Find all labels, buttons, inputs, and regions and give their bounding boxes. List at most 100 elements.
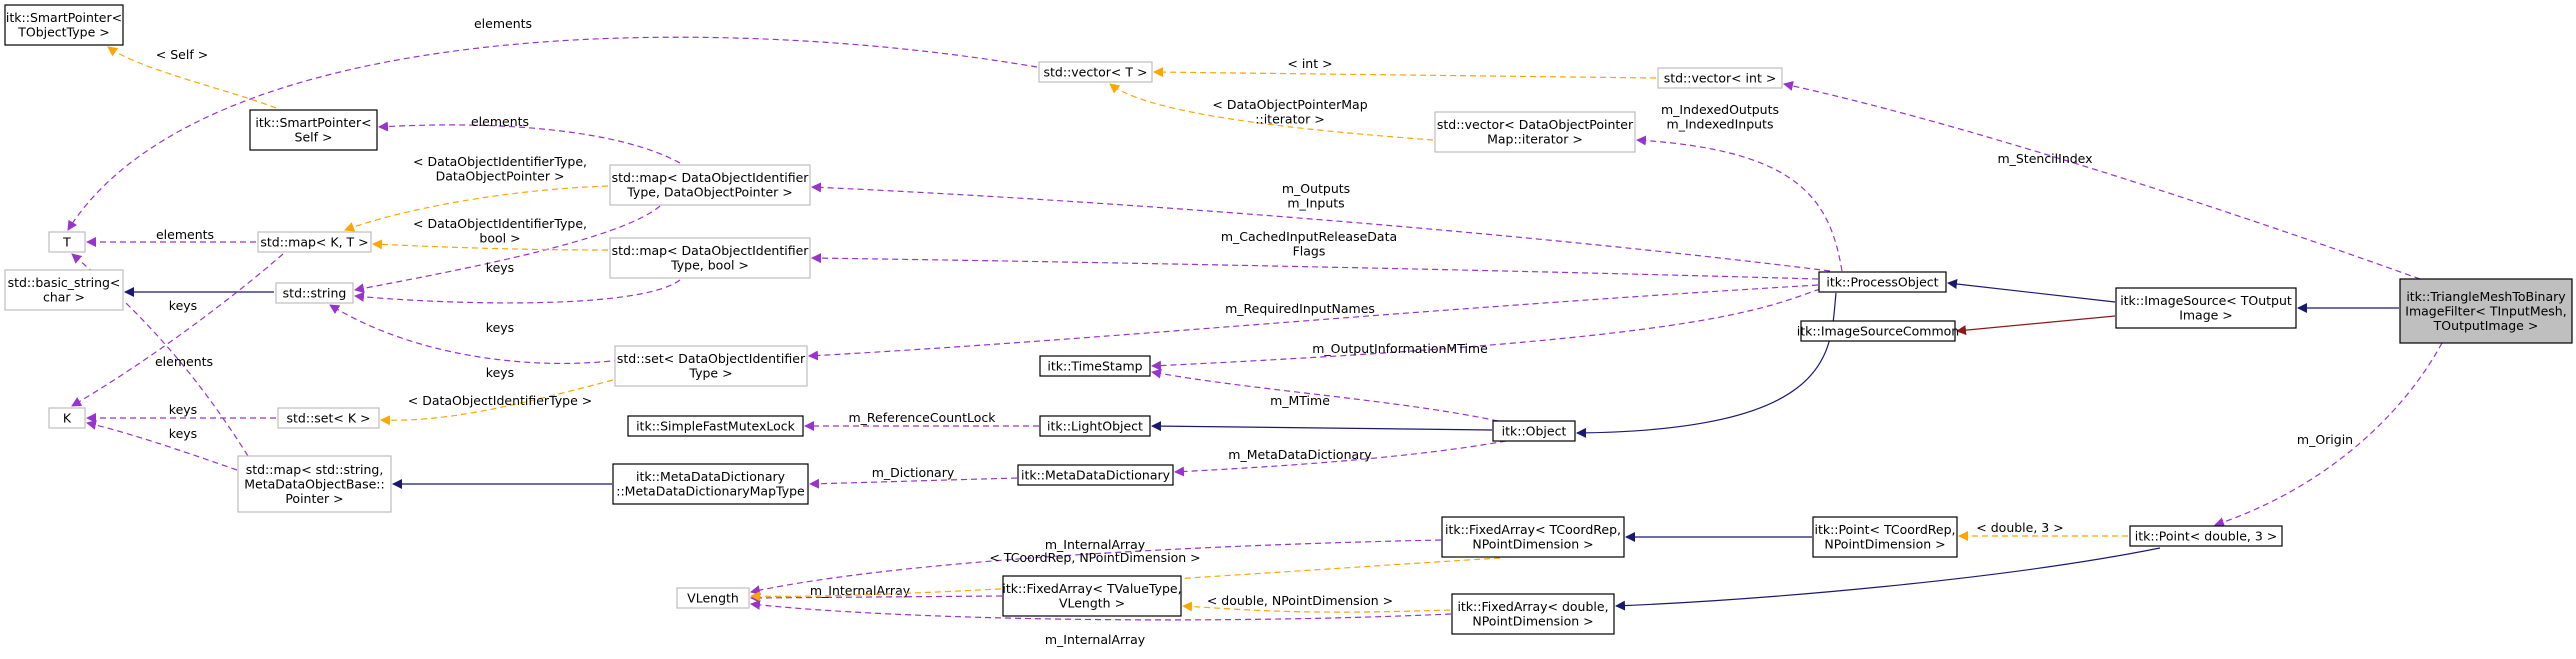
node-label: Type >	[688, 366, 732, 381]
edge-label: m_OutputInformationMTime	[1312, 341, 1488, 356]
edge-label: m_RequiredInputNames	[1225, 301, 1375, 316]
node-timestamp[interactable]: itk::TimeStamp	[1039, 355, 1151, 377]
node-box	[249, 109, 378, 151]
node-box	[2129, 525, 2283, 547]
node-point_d3[interactable]: itk::Point< double, 3 >	[2129, 525, 2283, 547]
edge-K-to-map_kt: keys	[71, 253, 284, 407]
edge-label: keys	[486, 365, 514, 380]
node-string[interactable]: std::string	[275, 282, 354, 304]
node-object[interactable]: itk::Object	[1492, 420, 1576, 442]
edge-label: DataObjectPointer >	[436, 168, 565, 183]
node-map_dop[interactable]: std::map< DataObjectIdentifierType, Data…	[609, 164, 811, 206]
edge-line	[1153, 67, 1657, 79]
edge-T-to-map_kt: elements	[86, 227, 256, 247]
node-processobject[interactable]: itk::ProcessObject	[1818, 271, 1947, 293]
edge-K-to-set_k: keys	[86, 402, 276, 423]
edge-line	[372, 239, 609, 251]
edge-label: < int >	[1287, 56, 1332, 71]
edge-line	[1174, 440, 1507, 477]
node-lightobject[interactable]: itk::LightObject	[1039, 415, 1151, 437]
node-set_doi[interactable]: std::set< DataObjectIdentifierType >	[614, 345, 808, 387]
node-mdd[interactable]: itk::MetaDataDictionary	[1017, 464, 1174, 486]
edge-label: < DataObjectIdentifierType,	[413, 154, 587, 169]
node-label: itk::ImageSource< TOutput	[2120, 293, 2292, 308]
edge-label: m_Origin	[2297, 432, 2353, 447]
edge-label: Flags	[1293, 243, 1326, 258]
node-sfml[interactable]: itk::SimpleFastMutexLock	[627, 415, 804, 437]
node-label: itk::SimpleFastMutexLock	[636, 418, 796, 433]
node-imagesource[interactable]: itk::ImageSource< TOutputImage >	[2115, 287, 2297, 329]
edge-line	[378, 121, 681, 164]
edge-lightobject-to-object	[1151, 421, 1493, 432]
node-label: itk::ProcessObject	[1826, 274, 1938, 289]
edge-label: keys	[486, 260, 514, 275]
edge-line	[71, 253, 284, 407]
edge-line	[1151, 288, 1821, 371]
node-label: VLength >	[1059, 596, 1125, 611]
edge-line	[808, 284, 1819, 361]
node-K[interactable]: K	[48, 407, 86, 429]
edge-label: ::iterator >	[1255, 111, 1324, 126]
edge-line	[1615, 547, 2161, 611]
node-box	[1492, 420, 1576, 442]
edge-line	[380, 379, 614, 426]
node-box	[1818, 271, 1947, 293]
edge-label: m_Inputs	[1287, 195, 1344, 210]
edge-T-to-vector_t: elements	[67, 16, 1038, 231]
edge-line	[1109, 83, 1434, 141]
edge-line	[107, 46, 277, 109]
node-label: char >	[43, 290, 85, 305]
node-label: itk::Point< double, 3 >	[2135, 528, 2277, 543]
edge-label: < double, NPointDimension >	[1207, 593, 1393, 608]
edge-smartptr_self-to-map_dop: elements	[378, 114, 681, 164]
node-label: itk::MetaDataDictionary	[1021, 467, 1171, 482]
node-fa_tv[interactable]: itk::FixedArray< TValueType,VLength >	[1002, 575, 1182, 617]
node-fa_tc[interactable]: itk::FixedArray< TCoordRep,NPointDimensi…	[1441, 516, 1625, 558]
node-label: itk::Object	[1502, 423, 1567, 438]
node-label: std::set< DataObjectIdentifier	[617, 351, 806, 366]
node-box	[1039, 355, 1151, 377]
node-label: ::MetaDataDictionaryMapType	[616, 484, 805, 499]
edge-label: keys	[169, 426, 197, 441]
node-label: T	[62, 234, 71, 249]
node-set_k[interactable]: std::set< K >	[277, 407, 380, 429]
node-map_mdob[interactable]: std::map< std::string,MetaDataObjectBase…	[237, 455, 392, 513]
edge-line	[750, 539, 1442, 596]
node-label: std::map< DataObjectIdentifier	[612, 170, 810, 185]
node-label: NPointDimension >	[1824, 537, 1945, 552]
node-T[interactable]: T	[48, 231, 86, 253]
node-vlength[interactable]: VLength	[676, 587, 750, 609]
node-label: VLength	[687, 590, 739, 605]
edge-label: m_CachedInputReleaseData	[1221, 229, 1397, 244]
edge-set_doi-to-processobject: m_RequiredInputNames	[808, 284, 1819, 361]
edge-mdd-to-object: m_MetaDataDictionary	[1174, 440, 1507, 477]
node-basic_string[interactable]: std::basic_string<char >	[4, 269, 124, 311]
edge-line	[1182, 601, 1451, 613]
edge-label: m_Outputs	[1282, 181, 1350, 196]
edge-line	[329, 304, 621, 365]
node-label: std::vector< DataObjectPointer	[1437, 117, 1634, 132]
node-label: itk::FixedArray< double,	[1457, 599, 1608, 614]
node-map_dob[interactable]: std::map< DataObjectIdentifierType, bool…	[609, 237, 811, 279]
node-box	[627, 415, 804, 437]
node-box	[277, 407, 380, 429]
node-smartptr_self[interactable]: itk::SmartPointer<Self >	[249, 109, 378, 151]
node-isc[interactable]: itk::ImageSourceCommon	[1797, 320, 1959, 342]
node-box	[1800, 320, 1956, 342]
node-vector_int[interactable]: std::vector< int >	[1657, 67, 1783, 89]
node-vector_dopi[interactable]: std::vector< DataObjectPointerMap::itera…	[1434, 111, 1636, 153]
node-point_tc[interactable]: itk::Point< TCoordRep,NPointDimension >	[1812, 516, 1958, 558]
node-fa_d[interactable]: itk::FixedArray< double,NPointDimension …	[1451, 593, 1615, 635]
node-label: itk::FixedArray< TValueType,	[1002, 581, 1181, 596]
edge-line	[809, 477, 1018, 489]
node-map_kt[interactable]: std::map< K, T >	[257, 231, 372, 253]
node-mdd_maptype[interactable]: itk::MetaDataDictionary::MetaDataDiction…	[612, 463, 809, 505]
node-box	[275, 282, 354, 304]
node-label: std::set< K >	[287, 410, 371, 425]
node-smartptr_tpl[interactable]: itk::SmartPointer<TObjectType >	[4, 4, 124, 46]
node-label: TOutputImage >	[2433, 318, 2539, 333]
node-vector_t[interactable]: std::vector< T >	[1038, 61, 1153, 83]
edge-label: keys	[169, 402, 197, 417]
edge-line	[2214, 342, 2443, 527]
